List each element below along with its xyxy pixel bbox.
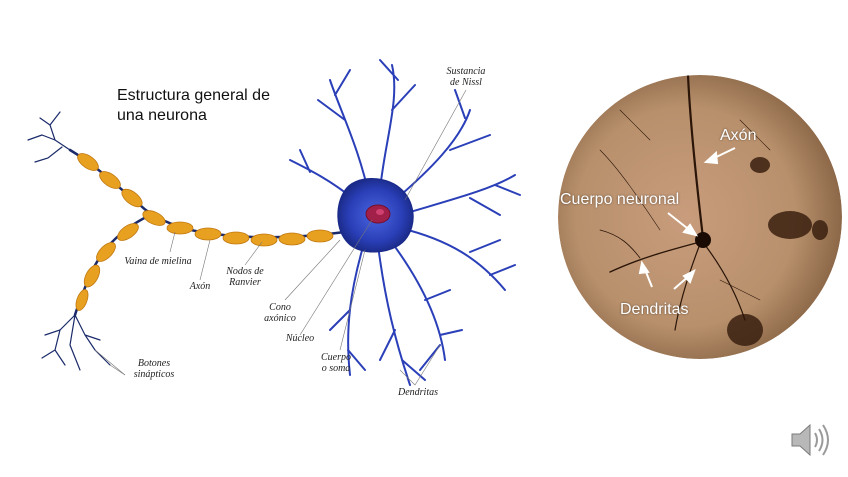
title-line-2: una neurona <box>117 107 207 124</box>
label-cono-axonico: Cono axónico <box>264 302 296 324</box>
label-cuerpo-soma: Cuerpo o soma <box>321 352 351 374</box>
myelin-sheath <box>75 153 334 311</box>
label-botones-sinapticos: Botones sinápticos <box>133 358 175 380</box>
diagram-title: Estructura general de una neurona <box>117 86 270 126</box>
label-vaina-mielina: Vaina de mielina <box>124 256 192 267</box>
label-sustancia-nissl: Sustancia de Nissl <box>446 66 486 88</box>
micrograph-arrows <box>638 147 736 290</box>
label-nodos-ranvier: Nodos de Ranvier <box>226 266 264 288</box>
micrograph-label-axon: Axón <box>720 127 757 144</box>
label-axon: Axón <box>189 281 211 292</box>
axon-terminals <box>27 111 111 371</box>
title-line-1: Estructura general de <box>117 87 270 104</box>
dendrites <box>289 59 521 386</box>
label-dendritas: Dendritas <box>398 387 438 398</box>
speaker-icon[interactable] <box>788 420 834 460</box>
micrograph <box>558 75 842 359</box>
micrograph-label-dendritas: Dendritas <box>620 301 689 318</box>
label-nucleo: Núcleo <box>285 333 315 344</box>
micrograph-label-cuerpo: Cuerpo neuronal <box>560 191 680 208</box>
